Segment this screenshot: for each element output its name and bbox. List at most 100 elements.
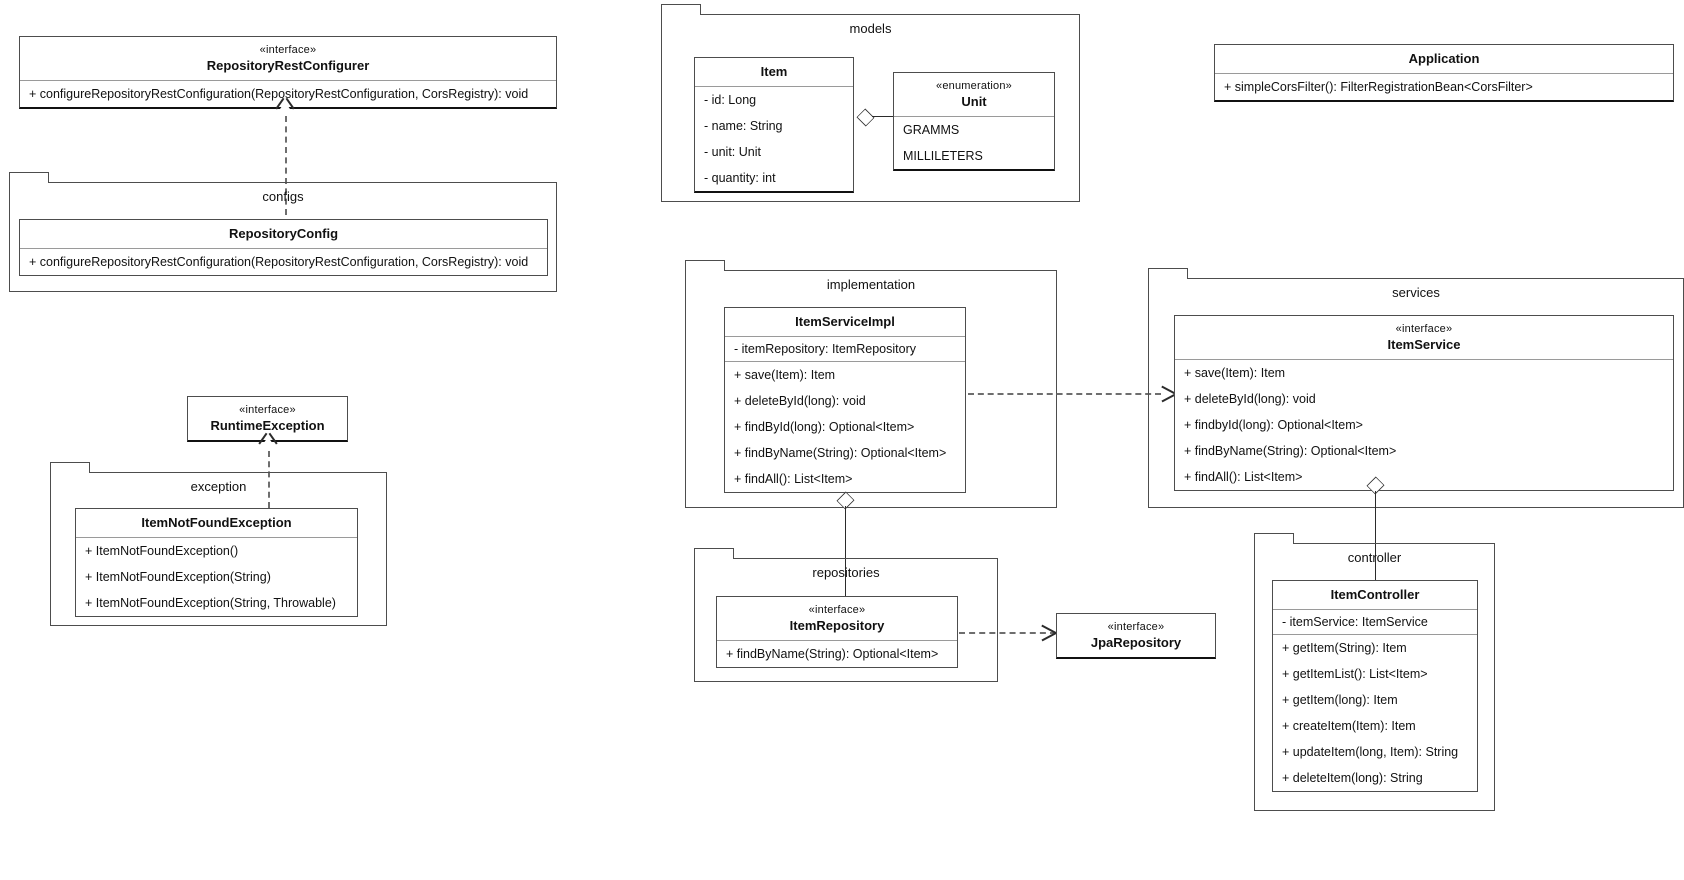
package-label: exception bbox=[190, 479, 247, 494]
package-configs: configs bbox=[9, 172, 557, 292]
attribute-row: - itemRepository: ItemRepository bbox=[734, 342, 917, 356]
class-header: «interface» ItemRepository bbox=[717, 597, 957, 641]
package-label: implementation bbox=[826, 277, 916, 292]
class-unit-enumeration[interactable]: «enumeration» Unit GRAMMS MILLILETERS bbox=[893, 72, 1055, 171]
package-label: services bbox=[1392, 285, 1440, 300]
method-row: + configureRepositoryRestConfiguration(R… bbox=[29, 255, 529, 269]
method-row: + getItemList(): List<Item> bbox=[1282, 667, 1428, 681]
enum-literal-row: GRAMMS bbox=[903, 123, 960, 137]
class-item[interactable]: Item - id: Long - name: String - unit: U… bbox=[694, 57, 854, 193]
methods-compartment: + findByName(String): Optional<Item> bbox=[717, 641, 957, 667]
package-tab-icon bbox=[661, 4, 701, 15]
method-row: + findByName(String): Optional<Item> bbox=[726, 647, 939, 661]
realization-line-item-not-found-exception bbox=[268, 451, 270, 508]
class-name: ItemService bbox=[1387, 337, 1461, 352]
package-implementation: implementation bbox=[685, 260, 1057, 508]
dependency-line-impl-to-service bbox=[968, 393, 1161, 395]
method-row: + findAll(): List<Item> bbox=[1184, 470, 1303, 484]
class-header: «interface» RepositoryRestConfigurer bbox=[20, 37, 556, 81]
class-header: «interface» JpaRepository bbox=[1057, 614, 1215, 657]
class-application[interactable]: Application + simpleCorsFilter(): Filter… bbox=[1214, 44, 1674, 102]
class-item-service-impl[interactable]: ItemServiceImpl - itemRepository: ItemRe… bbox=[724, 307, 966, 493]
package-tab-icon bbox=[9, 172, 49, 183]
package-label: controller bbox=[1347, 550, 1402, 565]
class-repository-config[interactable]: RepositoryConfig + configureRepositoryRe… bbox=[19, 219, 548, 276]
class-name: RepositoryConfig bbox=[228, 226, 339, 241]
aggregation-line-item-unit bbox=[872, 116, 894, 117]
package-label: models bbox=[849, 21, 892, 36]
method-row: + findById(long): Optional<Item> bbox=[734, 420, 915, 434]
attribute-row: - id: Long bbox=[704, 93, 757, 107]
attributes-compartment: - id: Long - name: String - unit: Unit -… bbox=[695, 87, 853, 191]
class-header: «enumeration» Unit bbox=[894, 73, 1054, 117]
class-name: RuntimeException bbox=[210, 418, 325, 433]
attribute-row: - quantity: int bbox=[704, 171, 776, 185]
class-name: Item bbox=[760, 64, 788, 79]
aggregation-line-impl-repository bbox=[845, 506, 846, 609]
method-row: + ItemNotFoundException(String, Throwabl… bbox=[85, 596, 336, 610]
dependency-line-repository-to-jpa bbox=[959, 632, 1056, 634]
method-row: + configureRepositoryRestConfiguration(R… bbox=[29, 87, 529, 101]
methods-compartment: + getItem(String): Item + getItemList():… bbox=[1273, 635, 1477, 791]
method-row: + deleteById(long): void bbox=[1184, 392, 1316, 406]
method-row: + updateItem(long, Item): String bbox=[1282, 745, 1459, 759]
method-row: + deleteById(long): void bbox=[734, 394, 866, 408]
package-controller: controller bbox=[1254, 533, 1495, 811]
class-item-service[interactable]: «interface» ItemService + save(Item): It… bbox=[1174, 315, 1674, 491]
methods-compartment: + configureRepositoryRestConfiguration(R… bbox=[20, 249, 547, 275]
stereotype-label: «interface» bbox=[259, 44, 317, 56]
class-runtime-exception[interactable]: «interface» RuntimeException bbox=[187, 396, 348, 442]
class-name: ItemNotFoundException bbox=[141, 515, 292, 530]
class-header: ItemServiceImpl bbox=[725, 308, 965, 337]
method-row: + save(Item): Item bbox=[1184, 366, 1286, 380]
stereotype-label: «interface» bbox=[1395, 323, 1453, 335]
class-header: Application bbox=[1215, 45, 1673, 74]
class-header: RepositoryConfig bbox=[20, 220, 547, 249]
attribute-row: - unit: Unit bbox=[704, 145, 761, 159]
enum-literal-row: MILLILETERS bbox=[903, 149, 983, 163]
method-row: + findByName(String): Optional<Item> bbox=[734, 446, 947, 460]
realization-arrowhead-item-not-found-exception bbox=[258, 437, 278, 451]
stereotype-label: «enumeration» bbox=[936, 80, 1012, 92]
class-name: Application bbox=[1408, 51, 1480, 66]
stereotype-label: «interface» bbox=[1107, 621, 1165, 633]
package-label: configs bbox=[262, 189, 304, 204]
dependency-arrowhead-repository-to-jpa bbox=[1040, 623, 1054, 641]
methods-compartment: + save(Item): Item + deleteById(long): v… bbox=[1175, 360, 1673, 490]
methods-compartment: + configureRepositoryRestConfiguration(R… bbox=[20, 81, 556, 107]
package-tab-icon bbox=[685, 260, 725, 271]
package-repositories: repositories bbox=[694, 548, 998, 682]
class-jpa-repository[interactable]: «interface» JpaRepository bbox=[1056, 613, 1216, 659]
realization-arrowhead-repository-config bbox=[275, 102, 295, 116]
class-item-repository[interactable]: «interface» ItemRepository + findByName(… bbox=[716, 596, 958, 668]
method-row: + getItem(long): Item bbox=[1282, 693, 1398, 707]
class-name: ItemController bbox=[1330, 587, 1420, 602]
package-label: repositories bbox=[812, 565, 880, 580]
method-row: + findAll(): List<Item> bbox=[734, 472, 853, 486]
attributes-compartment: - itemService: ItemService bbox=[1273, 610, 1477, 635]
class-name: RepositoryRestConfigurer bbox=[206, 58, 370, 73]
class-header: Item bbox=[695, 58, 853, 87]
method-row: + deleteItem(long): String bbox=[1282, 771, 1423, 785]
class-item-not-found-exception[interactable]: ItemNotFoundException + ItemNotFoundExce… bbox=[75, 508, 358, 617]
attributes-compartment: - itemRepository: ItemRepository bbox=[725, 337, 965, 362]
aggregation-line-service-controller bbox=[1375, 491, 1376, 583]
method-row: + ItemNotFoundException() bbox=[85, 544, 239, 558]
attribute-row: - itemService: ItemService bbox=[1282, 615, 1428, 629]
attribute-row: - name: String bbox=[704, 119, 783, 133]
methods-compartment: + ItemNotFoundException() + ItemNotFound… bbox=[76, 538, 357, 616]
package-tab-icon bbox=[1148, 268, 1188, 279]
methods-compartment: + simpleCorsFilter(): FilterRegistration… bbox=[1215, 74, 1673, 100]
package-tab-icon bbox=[50, 462, 90, 473]
class-item-controller[interactable]: ItemController - itemService: ItemServic… bbox=[1272, 580, 1478, 792]
class-name: JpaRepository bbox=[1090, 635, 1182, 650]
package-exception: exception bbox=[50, 462, 387, 626]
class-repository-rest-configurer[interactable]: «interface» RepositoryRestConfigurer + c… bbox=[19, 36, 557, 109]
stereotype-label: «interface» bbox=[808, 604, 866, 616]
package-models: models bbox=[661, 4, 1080, 202]
package-tab-icon bbox=[1254, 533, 1294, 544]
method-row: + findByName(String): Optional<Item> bbox=[1184, 444, 1397, 458]
class-name: ItemServiceImpl bbox=[795, 314, 895, 329]
class-header: ItemNotFoundException bbox=[76, 509, 357, 538]
